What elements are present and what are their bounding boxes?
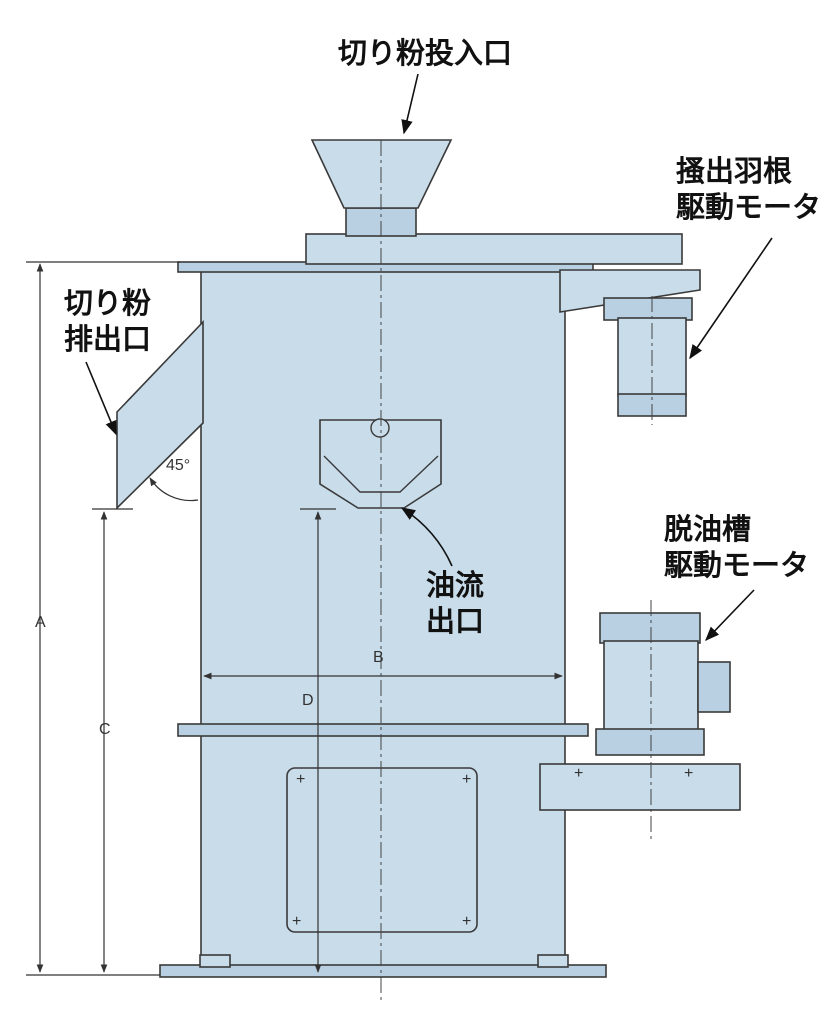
- leader-tank-motor: [705, 589, 755, 642]
- foot-left: [199, 954, 231, 968]
- svg-text:+: +: [574, 765, 583, 782]
- svg-text:+: +: [462, 913, 471, 930]
- dim-label-b: B: [373, 649, 384, 666]
- oil-outlet-hole: [370, 418, 390, 438]
- leader-stirring-motor: [689, 237, 773, 360]
- tank-motor-base: [539, 763, 741, 811]
- label-stirring-motor-line1: 搔出羽根: [676, 154, 793, 188]
- label-discharge-line2: 排出口: [64, 322, 152, 356]
- dim-label-d: D: [302, 692, 314, 709]
- inspection-window: [286, 767, 478, 933]
- label-tank-motor-line2: 駆動モータ: [664, 548, 810, 582]
- svg-text:+: +: [296, 771, 305, 788]
- svg-text:+: +: [684, 765, 693, 782]
- tank-motor-cap: [599, 612, 701, 644]
- angle-label: 45°: [166, 457, 190, 474]
- label-feed-inlet: 切り粉投入口: [338, 36, 513, 70]
- dim-label-c: C: [99, 721, 111, 738]
- label-oil-outlet-line2: 出口: [426, 604, 485, 638]
- motor-bracket-top: [559, 269, 701, 313]
- angle-arc: [149, 477, 199, 502]
- svg-text:+: +: [462, 771, 471, 788]
- mid-flange: [177, 723, 589, 737]
- discharge-chute: [116, 320, 204, 510]
- label-oil-outlet-line1: 油流: [426, 568, 485, 602]
- tank-motor-terminal: [697, 661, 731, 713]
- stirring-motor-flange: [603, 297, 693, 321]
- base-plate: [159, 964, 607, 978]
- leader-feed-inlet: [401, 73, 419, 135]
- dim-label-a: A: [35, 614, 46, 631]
- label-stirring-motor-line2: 駆動モータ: [676, 190, 822, 224]
- tank-motor-flange: [595, 728, 705, 756]
- top-plate: [305, 233, 683, 265]
- label-discharge-line1: 切り粉: [64, 286, 152, 320]
- label-tank-motor-line1: 脱油槽: [664, 512, 752, 546]
- svg-text:+: +: [292, 913, 301, 930]
- leader-oil-outlet: [400, 507, 453, 567]
- foot-right: [537, 954, 569, 968]
- leader-discharge: [85, 361, 117, 436]
